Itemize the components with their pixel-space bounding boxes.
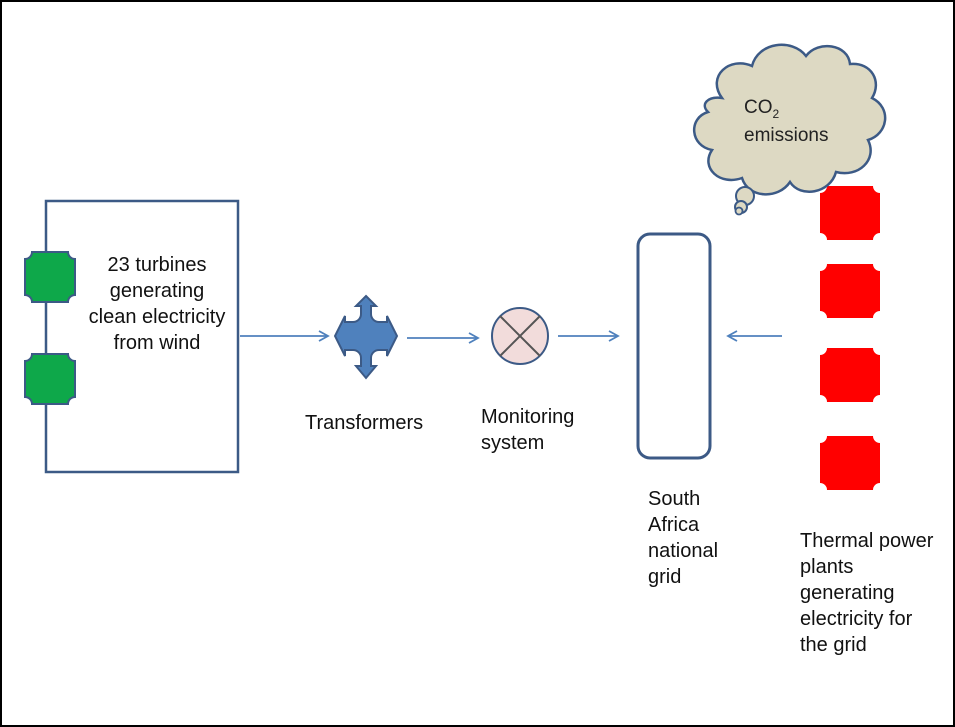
thermal-plant-icon <box>820 264 880 318</box>
turbine-icon <box>24 251 76 303</box>
thermal-plant-icon <box>820 186 880 240</box>
transformer-icon <box>333 294 399 380</box>
monitoring-label: Monitoring system <box>481 406 575 454</box>
national-grid-label: South Africa national grid <box>648 488 719 588</box>
wind-farm-box <box>44 199 240 474</box>
thermal-plant-icon <box>820 436 880 490</box>
monitoring-icon <box>491 307 549 365</box>
co2-label: CO2 <box>744 97 780 121</box>
turbines-label: 23 turbines generating clean electricity… <box>88 254 226 354</box>
emissions-label: emissions <box>744 125 829 146</box>
turbine-icon <box>24 353 76 405</box>
thermal-plant-icon <box>820 348 880 402</box>
co2-cloud-icon <box>692 43 887 216</box>
transformers-label: Transformers <box>305 412 424 434</box>
national-grid-box <box>636 232 712 460</box>
thermal-plants-label: Thermal power plants generating electric… <box>800 530 934 656</box>
